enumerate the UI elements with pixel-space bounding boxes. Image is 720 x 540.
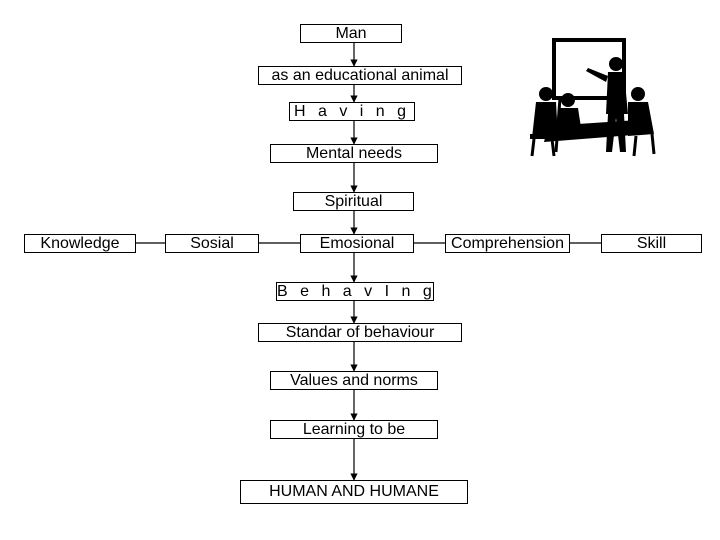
node-man: Man [300,24,402,43]
node-behaving: B e h a v I n g [276,282,436,301]
node-emosional: Emosional [300,234,414,253]
node-having: H a v i n g [289,102,415,121]
node-comprehension: Comprehension [445,234,570,253]
node-values-and-norms: Values and norms [270,371,438,390]
node-sosial: Sosial [165,234,259,253]
node-standar-of-behaviour: Standar of behaviour [258,323,462,342]
presentation-meeting-icon [530,38,656,157]
node-educational-animal: as an educational animal [258,66,462,85]
node-mental-needs: Mental needs [270,144,438,163]
node-learning-to-be: Learning to be [270,420,438,439]
node-spiritual: Spiritual [293,192,414,211]
node-knowledge: Knowledge [24,234,136,253]
node-skill: Skill [601,234,702,253]
node-human-and-humane: HUMAN AND HUMANE [240,480,468,504]
